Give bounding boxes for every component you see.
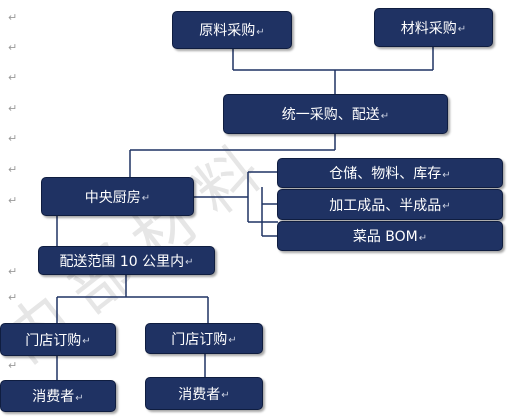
node-label: 原料采购 — [199, 23, 256, 39]
node-store-order-right: 门店订购↵ — [145, 323, 263, 354]
node-label: 消费者 — [32, 389, 75, 405]
paragraph-mark-icon: ↵ — [8, 359, 18, 372]
paragraph-mark-icon: ↵ — [8, 265, 18, 278]
node-material-purchase: 材料采购↵ — [374, 8, 493, 47]
node-delivery-range: 配送范围 10 公里内↵ — [38, 246, 215, 275]
return-mark-icon: ↵ — [82, 336, 91, 347]
paragraph-mark-icon: ↵ — [8, 163, 18, 176]
node-label: 配送范围 10 公里内 — [59, 253, 185, 270]
node-label: 统一采购、配送 — [281, 107, 380, 123]
node-label: 消费者 — [178, 386, 221, 403]
node-processing: 加工成品、半成品↵ — [277, 189, 503, 220]
node-unified-purchase-delivery: 统一采购、配送↵ — [223, 94, 448, 134]
return-mark-icon: ↵ — [141, 193, 151, 204]
paragraph-mark-icon: ↵ — [8, 102, 18, 115]
return-mark-icon: ↵ — [380, 110, 390, 122]
paragraph-mark-icon: ↵ — [8, 194, 18, 207]
return-mark-icon: ↵ — [221, 390, 230, 401]
return-mark-icon: ↵ — [457, 24, 467, 35]
paragraph-mark-icon: ↵ — [8, 11, 18, 24]
paragraph-mark-icon: ↵ — [8, 41, 18, 54]
node-central-kitchen: 中央厨房↵ — [41, 177, 194, 216]
node-label: 中央厨房 — [84, 189, 141, 206]
return-mark-icon: ↵ — [185, 257, 194, 268]
node-raw-purchase: 原料采购↵ — [172, 11, 292, 49]
node-consumer-right: 消费者↵ — [145, 377, 263, 410]
node-store-order-left: 门店订购↵ — [0, 323, 116, 356]
return-mark-icon: ↵ — [75, 392, 84, 404]
node-label: 加工成品、半成品 — [329, 197, 442, 214]
node-label: 门店订购 — [171, 331, 228, 348]
paragraph-mark-icon: ↵ — [8, 71, 18, 84]
return-mark-icon: ↵ — [442, 169, 451, 181]
return-mark-icon: ↵ — [256, 26, 265, 38]
node-label: 菜品 BOM — [352, 229, 418, 245]
node-label: 仓储、物料、库存 — [329, 166, 442, 182]
node-label: 材料采购 — [400, 20, 457, 37]
node-label: 门店订购 — [25, 332, 82, 349]
node-warehouse: 仓储、物料、库存↵ — [277, 158, 503, 188]
paragraph-mark-icon: ↵ — [8, 132, 18, 145]
node-consumer-left: 消费者↵ — [0, 380, 116, 412]
return-mark-icon: ↵ — [442, 201, 451, 212]
return-mark-icon: ↵ — [418, 232, 428, 244]
return-mark-icon: ↵ — [228, 335, 237, 346]
paragraph-mark-icon: ↵ — [8, 291, 18, 304]
node-dish-bom: 菜品 BOM↵ — [277, 221, 503, 251]
